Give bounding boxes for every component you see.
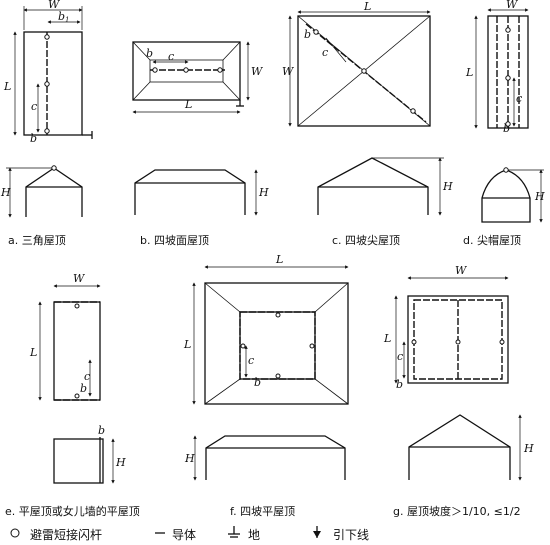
svg-text:b: b [80,382,87,395]
svg-text:L: L [29,346,37,359]
earth-symbol-icon [228,526,240,538]
panel-g-plan: W L c b [383,264,509,391]
svg-text:c: c [31,100,37,113]
svg-text:c: c [84,370,90,383]
legend-conductor-label: 导体 [172,528,197,542]
downlead-symbol-icon [313,526,321,538]
caption-a: a. 三角屋顶 [8,234,66,247]
panel-c-elevation: H [317,157,453,216]
caption-e: e. 平屋顶或女儿墙的平屋顶 [5,505,140,518]
caption-c: c. 四坡尖屋顶 [332,234,401,247]
svg-text:c: c [168,50,174,63]
panel-b-plan: c b W L [132,41,264,114]
caption-d: d. 尖帽屋顶 [463,234,521,247]
panel-e-plan: W L c b [29,272,101,401]
panel-f-elevation: H [184,435,346,481]
svg-text:b: b [98,424,105,437]
svg-text:W: W [73,272,86,285]
svg-text:b: b [30,132,37,145]
svg-text:L: L [383,332,391,345]
svg-text:W: W [282,65,295,78]
legend-earth-label: 地 [248,528,261,542]
svg-text:L: L [363,0,371,13]
panel-a-plan: W b1 L c b [3,0,93,145]
rod-symbol-icon [10,528,20,538]
svg-text:b: b [254,376,261,389]
svg-text:H: H [523,442,534,455]
panel-d-elevation: H [481,167,545,223]
dim-w-label: W [48,0,61,11]
svg-text:L: L [183,338,191,351]
svg-text:c: c [516,92,522,105]
svg-text:H: H [534,190,545,203]
svg-text:b: b [304,28,311,41]
svg-text:W: W [251,65,264,78]
dim-b1-label: b1 [58,10,70,24]
svg-text:W: W [455,264,468,277]
svg-text:c: c [397,350,403,363]
svg-text:L: L [465,66,473,79]
legend-downlead-label: 引下线 [333,528,370,542]
svg-text:b: b [396,378,403,391]
panel-g-elevation: H [408,414,534,481]
svg-text:H: H [442,180,453,193]
svg-text:c: c [322,46,328,59]
caption-f: f. 四坡平屋顶 [230,505,296,518]
legend-rod-label: 避雷短接闪杆 [30,528,103,542]
panel-c-plan: L W c b [282,0,431,127]
svg-text:b: b [146,47,153,60]
svg-text:H: H [115,456,126,469]
panel-b-elevation: H [134,169,269,216]
svg-text:W: W [506,0,519,11]
panel-a-elevation: H [0,165,83,218]
panel-f-plan: L L c b [183,253,349,405]
svg-text:c: c [248,354,254,367]
svg-text:H: H [0,186,11,199]
svg-text:H: H [184,452,195,465]
svg-text:L: L [275,253,283,266]
svg-text:L: L [184,98,192,111]
panel-d-plan: W L c b [465,0,529,135]
panel-e-elevation: b H [53,424,126,484]
caption-g: g. 屋顶坡度＞1/10, ≤1/2 [393,505,521,518]
caption-b: b. 四坡面屋顶 [140,234,209,247]
svg-text:H: H [258,186,269,199]
svg-text:b: b [503,122,510,135]
dim-l-label: L [3,80,11,93]
